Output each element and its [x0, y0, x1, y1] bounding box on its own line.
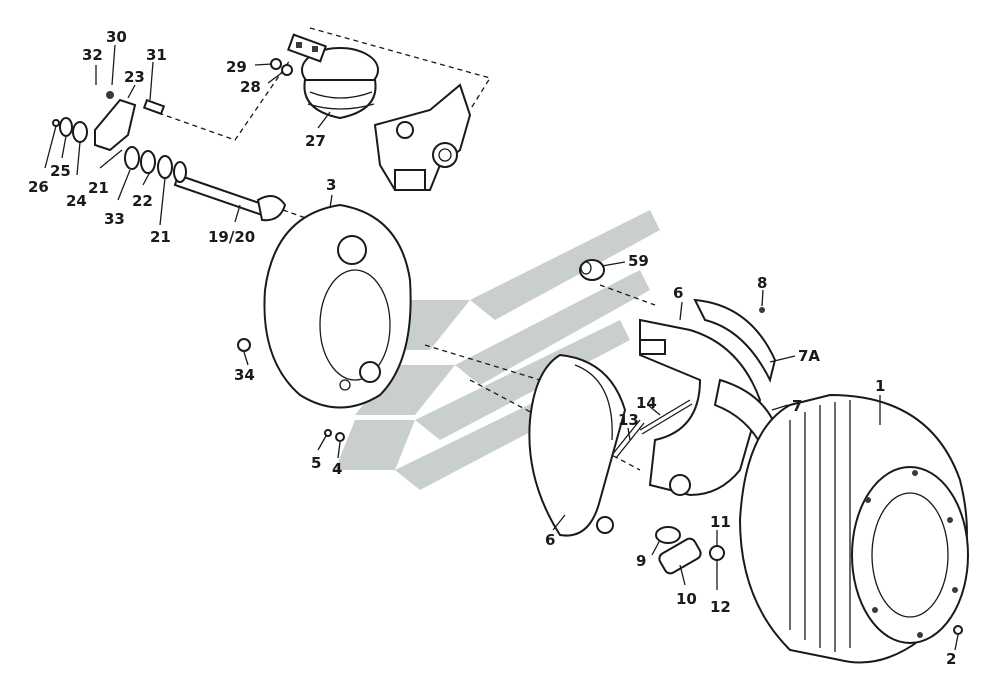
brake-shoe-upper — [639, 318, 762, 497]
bolt-2 — [953, 625, 963, 635]
callout-8: 8 — [757, 274, 767, 292]
callout-31: 31 — [146, 46, 167, 64]
callout-13: 13 — [618, 411, 639, 429]
callout-21-lower: 21 — [150, 228, 171, 246]
roller-59 — [579, 259, 605, 281]
callout-7A: 7A — [798, 347, 820, 365]
callout-27: 27 — [305, 132, 326, 150]
callout-2: 2 — [946, 650, 956, 668]
callout-4: 4 — [332, 460, 342, 478]
callout-26: 26 — [28, 178, 49, 196]
return-springs — [611, 399, 693, 459]
callout-11: 11 — [710, 513, 731, 531]
callout-32: 32 — [82, 46, 103, 64]
brake-drum — [738, 393, 969, 664]
bolt-5 — [324, 429, 332, 437]
callout-3: 3 — [326, 176, 336, 194]
callout-5: 5 — [311, 454, 321, 472]
camshaft — [52, 117, 287, 222]
nut-4 — [335, 432, 345, 442]
rivet-8 — [759, 307, 765, 313]
callout-10: 10 — [676, 590, 697, 608]
callout-6-lower: 6 — [545, 531, 555, 549]
callout-6-upper: 6 — [673, 284, 683, 302]
plug-34 — [237, 338, 251, 352]
nut-29 — [270, 58, 282, 70]
callout-34: 34 — [234, 366, 255, 384]
callout-59: 59 — [628, 252, 649, 270]
callout-30: 30 — [106, 28, 127, 46]
slack-adjuster — [94, 91, 166, 152]
callout-25: 25 — [50, 162, 71, 180]
callout-23: 23 — [124, 68, 145, 86]
anchor-hardware — [655, 526, 725, 575]
callout-21-upper: 21 — [88, 179, 109, 197]
callout-33: 33 — [104, 210, 125, 228]
callout-7: 7 — [792, 397, 802, 415]
washer-28 — [281, 64, 293, 76]
callout-labels: 30 32 31 23 29 28 27 26 25 24 21 33 22 2… — [28, 28, 956, 668]
brake-shoe-lower — [528, 353, 627, 537]
callout-22: 22 — [132, 192, 153, 210]
watermark-logo — [335, 210, 660, 490]
callout-12: 12 — [710, 598, 731, 616]
brake-chamber — [287, 33, 379, 120]
callout-9: 9 — [636, 552, 646, 570]
chamber-bracket — [373, 83, 472, 191]
callout-29: 29 — [226, 58, 247, 76]
callout-19-20: 19/20 — [208, 228, 255, 246]
callout-28: 28 — [240, 78, 261, 96]
callout-14: 14 — [636, 394, 657, 412]
dust-shield — [263, 203, 412, 409]
callout-24: 24 — [66, 192, 87, 210]
callout-1: 1 — [875, 377, 885, 395]
leader-lines — [44, 44, 959, 651]
